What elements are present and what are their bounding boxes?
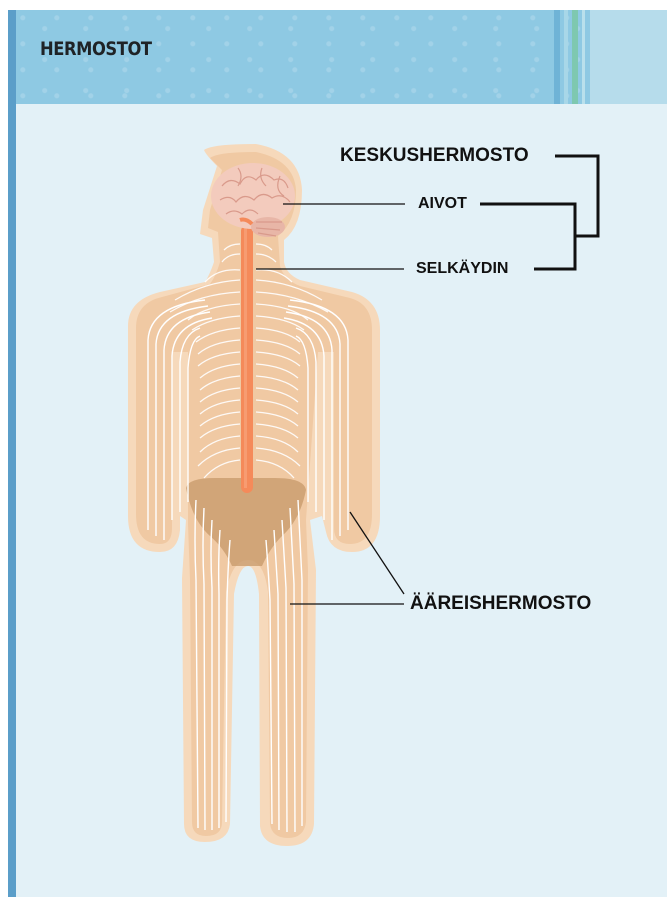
cns-label: KESKUSHERMOSTO bbox=[340, 145, 529, 167]
spinal-cord-label: SELKÄYDIN bbox=[416, 260, 508, 278]
brain-label: AIVOT bbox=[418, 195, 467, 213]
spinal-cord-highlight bbox=[244, 228, 247, 488]
pns-label: ÄÄREISHERMOSTO bbox=[410, 593, 591, 615]
